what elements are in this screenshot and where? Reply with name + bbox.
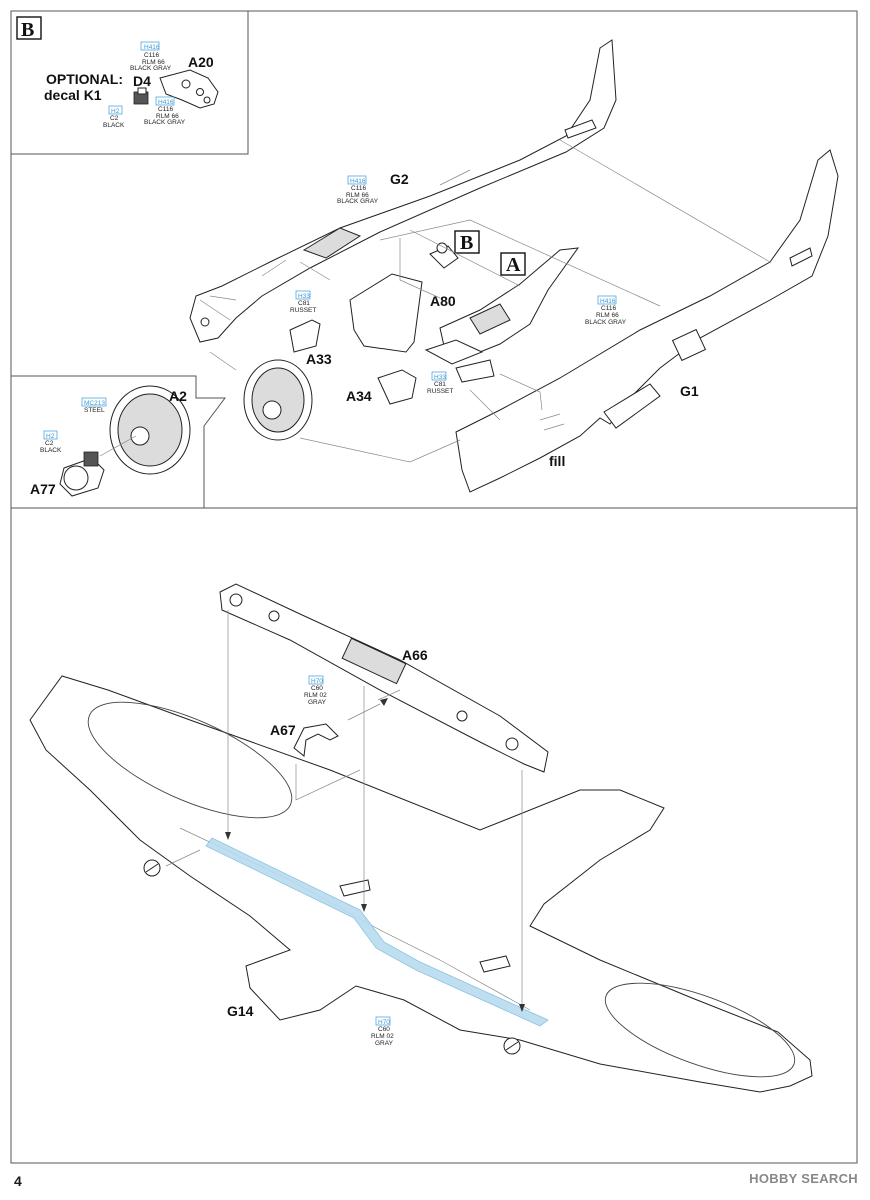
paint-callout-inset-top: H416 C116 RLM 66 BLACK GRAY [130, 41, 172, 72]
part-a2-label: A2 [169, 388, 187, 404]
part-g2-label: G2 [390, 171, 409, 187]
svg-text:C116: C116 [158, 106, 173, 113]
arrow-icon [380, 698, 388, 706]
paint-callout-engine-black: H2 C2 BLACK [40, 430, 62, 454]
box-b [454, 230, 480, 254]
part-a66-drawing [219, 583, 549, 773]
svg-text:RLM 02: RLM 02 [371, 1033, 394, 1040]
svg-text:BLACK GRAY: BLACK GRAY [337, 198, 379, 205]
inset-b-box [16, 16, 42, 40]
part-a33-drawing [289, 319, 321, 353]
paint-callout-a33: H33 C81 RUSSET [290, 290, 316, 314]
svg-text:C81: C81 [434, 381, 446, 388]
svg-text:C116: C116 [601, 305, 616, 312]
svg-text:MC213: MC213 [84, 400, 105, 407]
svg-text:RLM 66: RLM 66 [346, 192, 369, 199]
box-a [500, 252, 526, 276]
part-d4-label: D4 [133, 73, 151, 89]
part-a66-label: A66 [402, 647, 428, 663]
arrow-icon [361, 904, 367, 912]
svg-text:RLM 02: RLM 02 [304, 692, 327, 699]
part-a34-drawing [377, 369, 417, 405]
svg-text:H416: H416 [350, 178, 366, 185]
part-a33-label: A33 [306, 351, 332, 367]
svg-text:C116: C116 [351, 185, 366, 192]
upper-assembly-guides [99, 139, 771, 463]
svg-text:RUSSET: RUSSET [427, 388, 453, 395]
part-a80-label: A80 [430, 293, 456, 309]
svg-text:C60: C60 [311, 685, 323, 692]
part-a34-label: A34 [346, 388, 372, 404]
part-a20-drawing [159, 69, 219, 109]
paint-callout-a34: H33 C81 RUSSET [427, 371, 453, 395]
optional-label: OPTIONAL: [46, 71, 123, 87]
svg-text:BLACK GRAY: BLACK GRAY [130, 65, 172, 72]
svg-text:BLACK: BLACK [103, 122, 125, 129]
part-a2-drawing [109, 385, 191, 475]
svg-text:BLACK GRAY: BLACK GRAY [585, 319, 627, 326]
svg-text:GRAY: GRAY [375, 1040, 394, 1047]
inset-b-letter: B [21, 19, 34, 41]
cockpit-assembly-drawing [424, 247, 580, 383]
svg-text:H70: H70 [311, 678, 323, 685]
svg-text:RLM 66: RLM 66 [142, 59, 165, 66]
svg-text:BLACK GRAY: BLACK GRAY [144, 119, 186, 126]
part-d4-drawing [133, 87, 149, 105]
part-g1-drawing [455, 149, 839, 493]
svg-text:H70: H70 [378, 1019, 390, 1026]
arrow-icon [225, 832, 231, 840]
part-a67-drawing [293, 723, 339, 757]
paint-callout-g14: H70 C60 RLM 02 GRAY [371, 1016, 394, 1047]
page-number: 4 [14, 1173, 22, 1189]
box-b-letter: B [460, 232, 473, 254]
svg-text:H33: H33 [298, 293, 310, 300]
paint-callout-g2: H416 C116 RLM 66 BLACK GRAY [337, 175, 379, 205]
svg-text:RLM 66: RLM 66 [596, 312, 619, 319]
svg-text:H416: H416 [144, 44, 160, 51]
svg-text:GRAY: GRAY [308, 699, 327, 706]
engine-inset-frame [11, 375, 226, 508]
part-a77-label: A77 [30, 481, 56, 497]
paint-callout-inset-mid: H416 C116 RLM 66 BLACK GRAY [144, 96, 186, 126]
lower-step-frame [10, 507, 858, 1164]
svg-text:BLACK: BLACK [40, 447, 62, 454]
lower-assembly-guides [165, 610, 523, 1010]
svg-text:H2: H2 [46, 433, 55, 440]
part-g1-label: G1 [680, 383, 699, 399]
fill-label: fill [549, 453, 565, 469]
watermark-text: HOBBY SEARCH [749, 1171, 858, 1186]
svg-text:C2: C2 [110, 115, 119, 122]
svg-text:H416: H416 [600, 298, 616, 305]
paint-callout-g1: H416 C116 RLM 66 BLACK GRAY [585, 295, 627, 326]
part-a80-drawing [349, 273, 423, 353]
svg-text:RLM 66: RLM 66 [156, 113, 179, 120]
part-g2-drawing [189, 39, 617, 343]
part-a20-label: A20 [188, 54, 214, 70]
svg-text:H2: H2 [111, 108, 120, 115]
optional-decal-label: decal K1 [44, 87, 102, 103]
inset-b-frame [11, 10, 249, 155]
part-b-subassembly-drawing [429, 242, 459, 269]
svg-text:STEEL: STEEL [84, 407, 105, 414]
svg-text:C2: C2 [45, 440, 54, 447]
svg-text:C81: C81 [298, 300, 310, 307]
part-g14-label: G14 [227, 1003, 254, 1019]
screw-icon-left [143, 859, 161, 877]
part-a67-label: A67 [270, 722, 296, 738]
svg-text:C60: C60 [378, 1026, 390, 1033]
part-g14-wing-drawing [29, 675, 813, 1093]
paint-callout-inset-black: H2 C2 BLACK [103, 105, 125, 129]
svg-text:H416: H416 [158, 99, 174, 106]
svg-text:C116: C116 [144, 52, 159, 59]
paint-callout-a66: H70 C60 RLM 02 GRAY [304, 675, 327, 706]
svg-text:H33: H33 [434, 374, 446, 381]
engine-mounted-drawing [243, 359, 313, 441]
arrow-icon [519, 1004, 525, 1012]
paint-callout-steel: MC213 STEEL [81, 397, 107, 414]
screw-icon-right [503, 1037, 521, 1055]
box-a-letter: A [506, 254, 521, 276]
part-a77-drawing [59, 451, 105, 497]
svg-text:RUSSET: RUSSET [290, 307, 316, 314]
